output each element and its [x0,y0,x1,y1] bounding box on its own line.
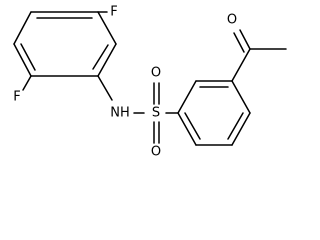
bond-c-n [97,75,113,101]
atom-o-carbonyl: O [227,13,237,28]
difluorophenyl-ring [13,11,117,77]
acetylphenyl-ring [177,80,251,146]
bond-ring-carbonyl [231,48,251,82]
bond-c-o-carbonyl-b [233,32,245,53]
bond-c-o-carbonyl-a [239,29,251,50]
atom-f-top: F [110,5,117,20]
atom-s: S [152,106,160,121]
atom-o-sulfonyl-bottom: O [151,145,161,160]
atom-o-sulfonyl-top: O [151,66,161,81]
bond-c-f-bottom [22,75,32,91]
atom-f-bottom: F [13,90,20,105]
atom-nh: NH [110,106,130,121]
sulfonamide-structure-diagram: F F NH S O O O [13,5,287,160]
